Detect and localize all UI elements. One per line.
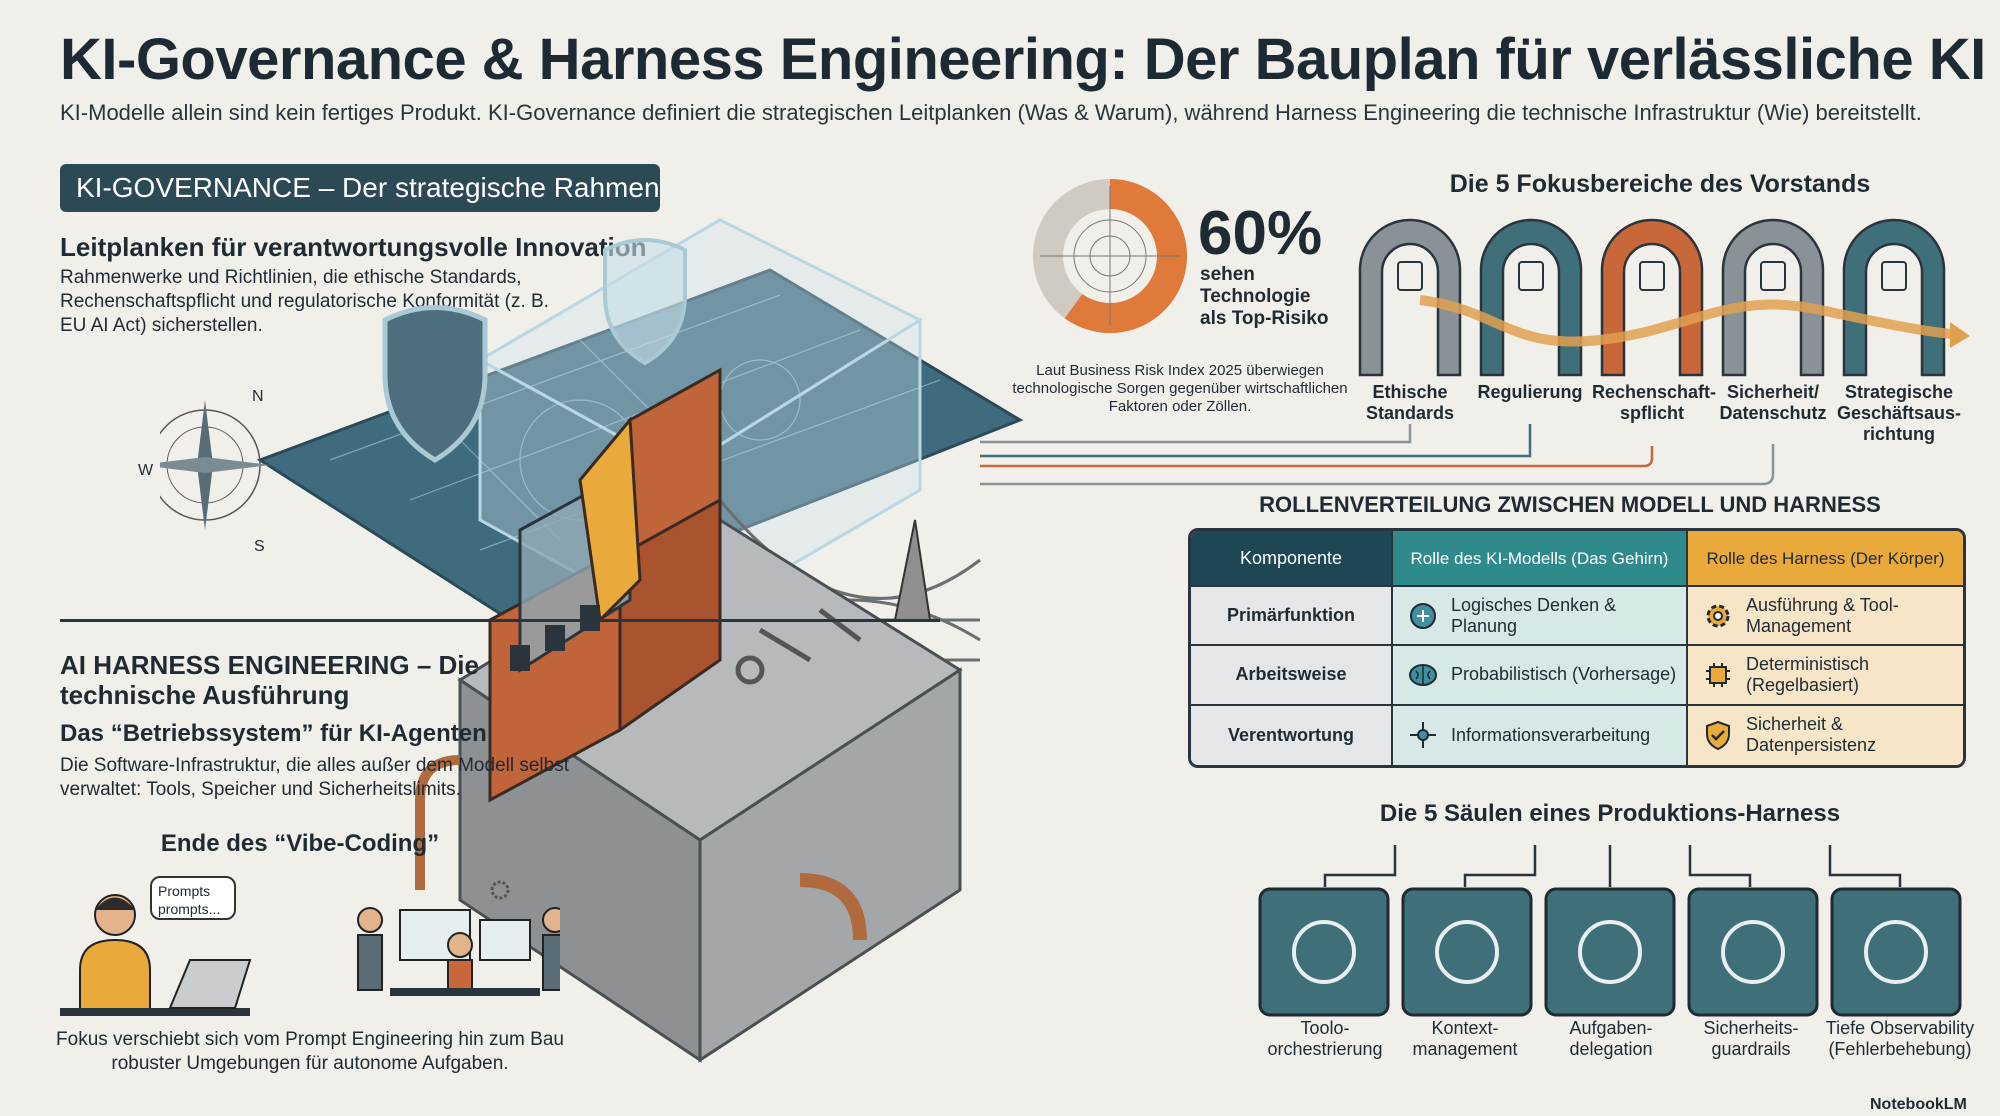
network-icon (1410, 722, 1436, 749)
focus-label-regulierung: Regulierung (1477, 382, 1583, 402)
roles-model-cell: Probabilistisch (Vorhersage) (1393, 646, 1688, 706)
pillar-label: Aufgaben-delegation (1569, 1018, 1653, 1059)
compass-north: N (252, 388, 264, 405)
connector-lines (980, 424, 1775, 486)
hub-icon (1292, 920, 1356, 984)
lock-icon (1760, 261, 1786, 291)
pillar-label: Toolo-orchestrierung (1267, 1018, 1383, 1059)
focus-title: Die 5 Fokusbereiche des Vorstands (1449, 170, 1871, 198)
stat-note: Laut Business Risk Index 2025 überwiegen… (1012, 362, 1348, 415)
focus-label-sicherheit: Sicherheit/ Datenschutz (1719, 382, 1827, 423)
monitor-pulse-icon (1864, 920, 1928, 984)
stat-label: sehen Technologie als Top-Risiko (1200, 264, 1329, 329)
focus-label-strategie: Strategische Geschäftsaus-richtung (1836, 382, 1962, 444)
tools-illustration (735, 608, 862, 685)
pillars-illustration (1258, 845, 1962, 1017)
blocks-icon (1435, 920, 1499, 984)
shield-icon (382, 305, 488, 463)
brand-watermark: NotebookLM (1870, 1096, 1967, 1113)
focus-label-ethik: Ethische Standards (1365, 382, 1455, 423)
compass-south: S (254, 538, 265, 555)
pillar-box-4 (1687, 887, 1819, 1017)
roles-component-cell: Primärfunktion (1191, 587, 1393, 647)
coder-figure (60, 894, 252, 1016)
pillar-box-3 (1544, 887, 1676, 1017)
governance-heading: Leitplanken für verantwortungsvolle Inno… (60, 232, 647, 262)
focus-arch-3 (1600, 218, 1704, 377)
chip-icon (1706, 662, 1730, 687)
page-subtitle: KI-Modelle allein sind kein fertiges Pro… (60, 100, 1922, 125)
gear-icon (1706, 604, 1730, 628)
compass-icon (160, 400, 270, 530)
roles-harness-cell: Ausführung & Tool-Management (1688, 587, 1963, 647)
scales-icon (1397, 261, 1423, 291)
speech-bubble: Prompts prompts... (150, 876, 236, 920)
split-arrows-icon (1578, 920, 1642, 984)
harness-title: AI HARNESS ENGINEERING – Die technische … (60, 650, 479, 710)
roles-harness-cell: Deterministisch (Regelbasiert) (1688, 646, 1963, 706)
pillar-box-2 (1401, 887, 1533, 1017)
gear-icon (490, 880, 510, 900)
roles-harness-cell: Sicherheit & Datenpersistenz (1688, 705, 1963, 765)
blueprint-building-illustration (160, 218, 1024, 1063)
brain-icon (1409, 663, 1437, 686)
vibe-coding-text: Fokus verschiebt sich vom Prompt Enginee… (56, 1029, 564, 1074)
governance-badge: KI-GOVERNANCE – Der strategische Rahmen (60, 164, 660, 212)
pillars-title: Die 5 Säulen eines Produktions-Harness (1379, 800, 1841, 827)
document-pen-icon (1639, 261, 1665, 291)
people-illustration (60, 880, 560, 1016)
roles-component-cell: Verentwortung (1191, 705, 1393, 765)
section-divider (60, 619, 940, 622)
pillar-label: Kontext-management (1412, 1018, 1518, 1059)
focus-arch-4 (1721, 218, 1825, 377)
harness-os-heading: Das “Betriebssystem” für KI-Agenten (60, 720, 487, 747)
focus-path-arrow (1419, 295, 1961, 347)
donut-fill-arc (1064, 179, 1187, 333)
roles-header-harness: Rolle des Harness (Der Körper) (1688, 531, 1963, 587)
roles-title: ROLLENVERTEILUNG ZWISCHEN MODELL UND HAR… (1259, 492, 1881, 517)
focus-arch-5 (1842, 218, 1946, 377)
roles-header-component: Komponente (1191, 531, 1393, 587)
roles-model-cell: Informationsverarbeitung (1393, 705, 1688, 765)
focus-arch-1 (1358, 218, 1462, 377)
growth-chart-icon (1881, 261, 1907, 291)
focus-arches (1358, 218, 1970, 377)
harness-os-text: Die Software-Infrastruktur, die alles au… (60, 755, 569, 800)
roles-header-model: Rolle des KI-Modells (Das Gehirn) (1393, 531, 1688, 587)
pillar-label: Tiefe Observability (Fehlerbehebung) (1825, 1018, 1975, 1059)
compass-west: W (138, 462, 154, 479)
pillar-box-5 (1830, 887, 1962, 1017)
shield-check-icon (1706, 721, 1730, 751)
pillar-box-1 (1258, 887, 1390, 1017)
focus-label-rechenschaft: Rechenschaft-spflicht (1592, 382, 1717, 423)
focus-arch-2 (1479, 218, 1583, 377)
page-title: KI-Governance & Harness Engineering: Der… (60, 27, 1986, 92)
pillar-label: Sicherheits-guardrails (1703, 1018, 1799, 1059)
brain-circuit-icon (1410, 602, 1436, 629)
stat-value: 60% (1198, 199, 1323, 268)
roles-component-cell: Arbeitsweise (1191, 646, 1393, 706)
laptop-icon (168, 959, 252, 1009)
clipboard-icon (1518, 261, 1544, 291)
vibe-coding-title: Ende des “Vibe-Coding” (160, 830, 440, 857)
team-figures (357, 880, 560, 996)
risk-donut-chart (1033, 179, 1187, 333)
roles-model-cell: Logisches Denken & Planung (1393, 587, 1688, 647)
barrier-icon (1721, 920, 1785, 984)
roles-table: Komponente Rolle des KI-Modells (Das Geh… (1188, 528, 1966, 768)
shield-icon (603, 238, 687, 366)
